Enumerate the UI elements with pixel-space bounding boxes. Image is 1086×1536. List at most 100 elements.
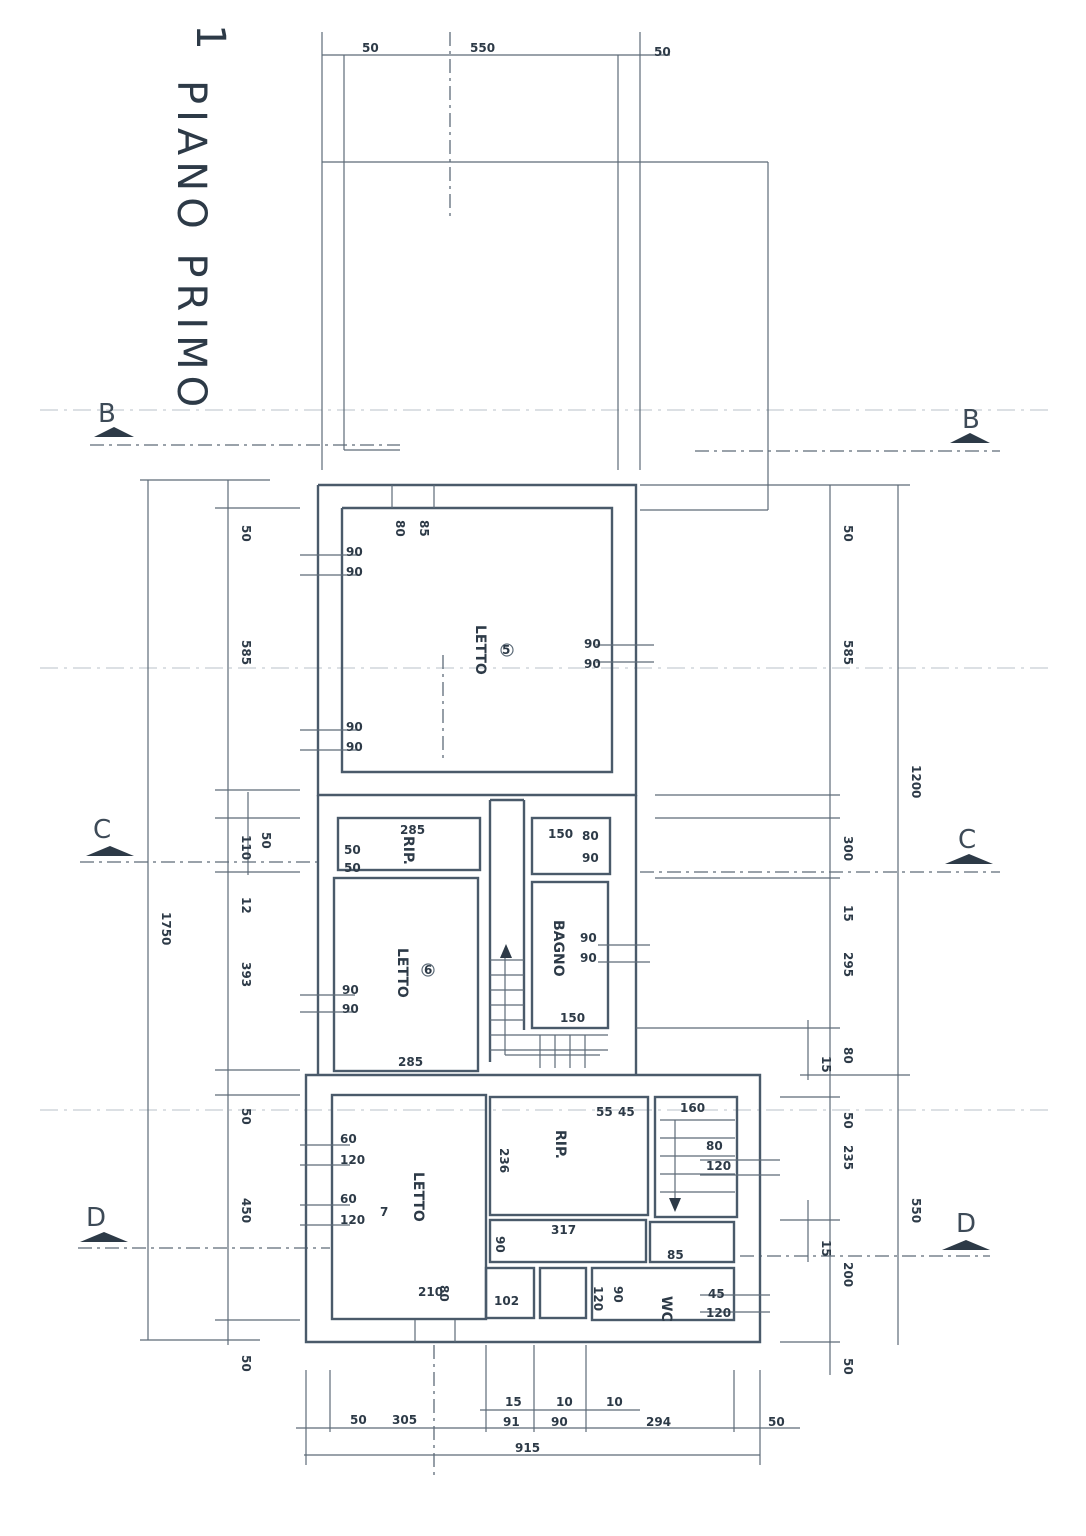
dim-right-1200: 1200 (909, 765, 923, 798)
room-bagno: BAGNO (550, 920, 566, 977)
title-number: 1 (187, 24, 233, 55)
dim-bot-15: 15 (505, 1395, 522, 1409)
dim-wc-120b: 120 (706, 1306, 731, 1320)
dim-rip2-55: 55 (596, 1105, 613, 1119)
dim-right-15a: 15 (841, 905, 855, 922)
section-label-c-left: C (93, 815, 111, 845)
dim-l5-90c: 90 (346, 720, 363, 734)
dim-l5-90b: 90 (346, 565, 363, 579)
dim-l5-85: 85 (417, 520, 431, 537)
dim-left-450: 450 (239, 1198, 253, 1223)
dim-l7-60a: 60 (340, 1132, 357, 1146)
dim-l7-210: 210 (418, 1285, 443, 1299)
room-rip-lower: RIP. (552, 1130, 568, 1159)
dim-right-235: 235 (841, 1145, 855, 1170)
dim-bot-305: 305 (392, 1413, 417, 1427)
dim-c-317: 317 (551, 1223, 576, 1237)
dim-wc-120a: 120 (591, 1286, 605, 1311)
room-rip-upper: RIP. (400, 836, 416, 865)
dim-wc-45: 45 (708, 1287, 725, 1301)
dim-left-1750: 1750 (159, 912, 173, 945)
dim-right-80: 80 (841, 1047, 855, 1064)
dim-rip-50b: 50 (344, 861, 361, 875)
dim-l6-90a: 90 (342, 983, 359, 997)
dim-top-50a: 50 (362, 41, 379, 55)
room-number-6: 6 (424, 963, 432, 977)
dim-right-585: 585 (841, 640, 855, 665)
room-number-7: 7 (380, 1205, 388, 1219)
room-number-5: 5 (502, 643, 510, 657)
dim-bot-10a: 10 (556, 1395, 573, 1409)
dim-left-393: 393 (239, 962, 253, 987)
dim-right-295: 295 (841, 952, 855, 977)
dim-bot-90: 90 (551, 1415, 568, 1429)
section-line-b (90, 427, 1000, 452)
dim-l7-120b: 120 (340, 1213, 365, 1227)
dim-wc-90: 90 (611, 1286, 625, 1303)
dim-c-102: 102 (494, 1294, 519, 1308)
dim-right-50c: 50 (841, 1358, 855, 1375)
dim-l5-90e: 90 (584, 637, 601, 651)
right-dimension-chain (636, 484, 910, 1375)
windows (300, 485, 780, 1342)
dim-bot-915: 915 (515, 1441, 540, 1455)
dim-right-200: 200 (841, 1262, 855, 1287)
staircase (490, 944, 735, 1212)
dim-right-50a: 50 (841, 525, 855, 542)
dim-right-300: 300 (841, 836, 855, 861)
dim-l5-90a: 90 (346, 545, 363, 559)
room-letto-5: LETTO (472, 625, 488, 675)
section-label-b-right: B (962, 405, 980, 435)
dim-rip-50a: 50 (344, 843, 361, 857)
dim-c-90: 90 (493, 1236, 507, 1253)
dim-right-15b: 15 (819, 1056, 833, 1073)
dim-left-585: 585 (239, 640, 253, 665)
dim-l7-80: 80 (437, 1285, 451, 1302)
dim-rip-285: 285 (400, 823, 425, 837)
dim-l6-90b: 90 (342, 1002, 359, 1016)
dim-st-80: 80 (706, 1139, 723, 1153)
plan-title: PIANO PRIMO (168, 80, 214, 413)
left-dimension-chain (140, 479, 300, 1345)
dim-bot-91: 91 (503, 1415, 520, 1429)
dim-rip2-236: 236 (497, 1148, 511, 1173)
dim-l7-60b: 60 (340, 1192, 357, 1206)
section-label-d-left: D (86, 1203, 106, 1233)
dim-right-15c: 15 (819, 1240, 833, 1257)
dim-left-12: 12 (239, 897, 253, 914)
section-label-d-right: D (956, 1209, 976, 1239)
dim-left-50b: 50 (259, 832, 273, 849)
dim-top-550: 550 (470, 41, 495, 55)
bottom-dimension-chain (296, 1345, 800, 1465)
dim-hall-90: 90 (582, 851, 599, 865)
room-number-circle (421, 963, 435, 977)
section-line-c (80, 846, 1000, 873)
dim-l5-90d: 90 (346, 740, 363, 754)
room-wc: WC (658, 1296, 674, 1322)
dim-c-85: 85 (667, 1248, 684, 1262)
dim-left-50c: 50 (239, 1108, 253, 1125)
room-number-circle (500, 643, 514, 657)
terrace-outline (321, 32, 769, 511)
dim-bagno-150: 150 (560, 1011, 585, 1025)
dim-left-50a: 50 (239, 525, 253, 542)
dim-left-110: 110 (239, 835, 253, 860)
section-line-d (78, 1232, 990, 1257)
dim-l5-80: 80 (393, 520, 407, 537)
dim-st-160: 160 (680, 1101, 705, 1115)
dim-bot-294: 294 (646, 1415, 671, 1429)
dim-bot-10b: 10 (606, 1395, 623, 1409)
dim-right-550: 550 (909, 1198, 923, 1223)
dim-l7-120a: 120 (340, 1153, 365, 1167)
dim-l6-285: 285 (398, 1055, 423, 1069)
section-label-b-left: B (98, 399, 116, 429)
dim-bot-50a: 50 (350, 1413, 367, 1427)
room-letto-7: LETTO (410, 1172, 426, 1222)
room-letto-6: LETTO (394, 948, 410, 998)
dim-top-50b: 50 (654, 45, 671, 59)
dim-bot-50b: 50 (768, 1415, 785, 1429)
dim-bagno-90b: 90 (580, 951, 597, 965)
dim-right-50b: 50 (841, 1112, 855, 1129)
building-walls (304, 483, 762, 1344)
section-label-c-right: C (958, 825, 976, 855)
